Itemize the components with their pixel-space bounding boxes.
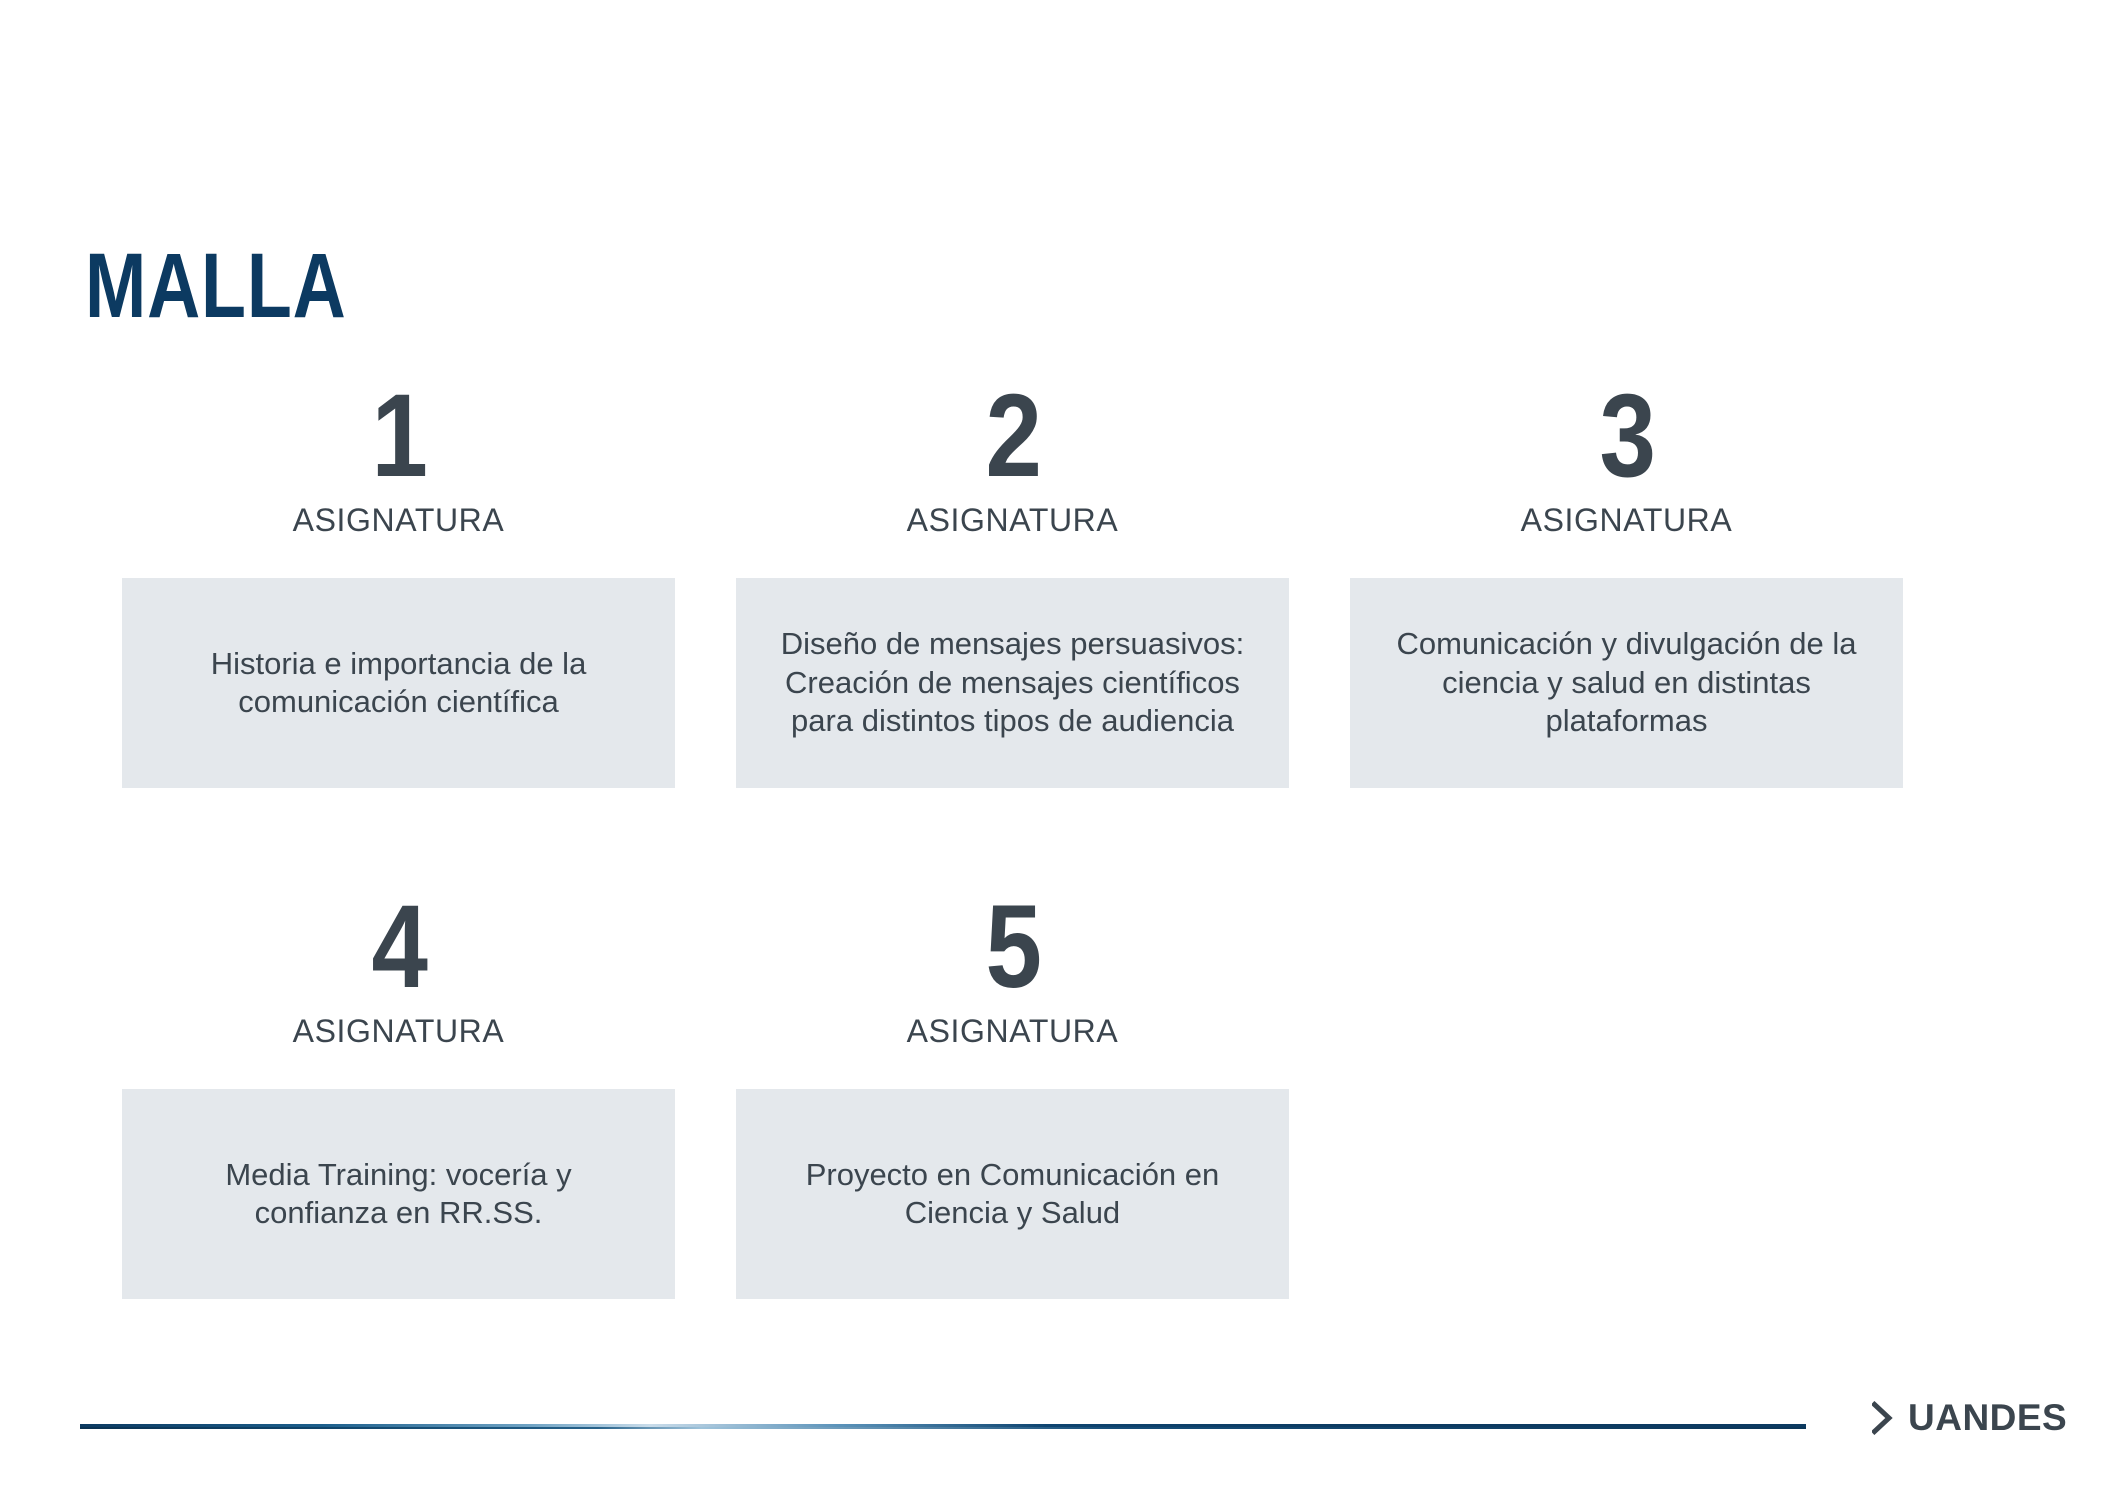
course-label-2: ASIGNATURA: [906, 502, 1119, 538]
footer-logo[interactable]: UANDES: [1872, 1399, 2067, 1436]
course-card-5[interactable]: Proyecto en Comunicación en Ciencia y Sa…: [736, 1089, 1289, 1299]
course-column-3[interactable]: 3 ASIGNATURA Comunicación y divulgación …: [1350, 370, 1903, 788]
course-number-5: 5: [985, 881, 1041, 1013]
course-column-5[interactable]: 5 ASIGNATURA Proyecto en Comunicación en…: [736, 881, 1289, 1299]
course-number-4: 4: [371, 881, 427, 1013]
course-number-1: 1: [371, 370, 427, 502]
footer-divider: [80, 1424, 1806, 1429]
course-number-2: 2: [985, 370, 1041, 502]
course-card-title-4: Media Training: vocería y confianza en R…: [225, 1156, 572, 1230]
course-grid: 1 ASIGNATURA Historia e importancia de l…: [122, 370, 1912, 1299]
course-column-2[interactable]: 2 ASIGNATURA Diseño de mensajes persuasi…: [736, 370, 1289, 788]
course-label-4: ASIGNATURA: [292, 1013, 505, 1049]
course-card-title-3: Comunicación y divulgación de la ciencia…: [1396, 626, 1857, 739]
course-column-4[interactable]: 4 ASIGNATURA Media Training: vocería y c…: [122, 881, 675, 1299]
footer-brand-text: UANDES: [1908, 1397, 2068, 1438]
chevron-right-icon: [1872, 1400, 1894, 1435]
course-row-1: 1 ASIGNATURA Historia e importancia de l…: [122, 370, 1912, 788]
course-card-3[interactable]: Comunicación y divulgación de la ciencia…: [1350, 578, 1903, 788]
course-card-title-2: Diseño de mensajes persuasivos: Creación…: [780, 626, 1245, 739]
course-number-3: 3: [1599, 370, 1655, 502]
course-card-1[interactable]: Historia e importancia de la comunicació…: [122, 578, 675, 788]
course-label-3: ASIGNATURA: [1520, 502, 1733, 538]
course-card-title-5: Proyecto en Comunicación en Ciencia y Sa…: [805, 1156, 1220, 1230]
course-card-4[interactable]: Media Training: vocería y confianza en R…: [122, 1089, 675, 1299]
course-label-1: ASIGNATURA: [292, 502, 505, 538]
course-card-2[interactable]: Diseño de mensajes persuasivos: Creación…: [736, 578, 1289, 788]
course-card-title-1: Historia e importancia de la comunicació…: [210, 645, 587, 719]
page-title: MALLA: [85, 234, 347, 337]
course-column-1[interactable]: 1 ASIGNATURA Historia e importancia de l…: [122, 370, 675, 788]
course-label-5: ASIGNATURA: [906, 1013, 1119, 1049]
course-row-2: 4 ASIGNATURA Media Training: vocería y c…: [122, 881, 1912, 1299]
